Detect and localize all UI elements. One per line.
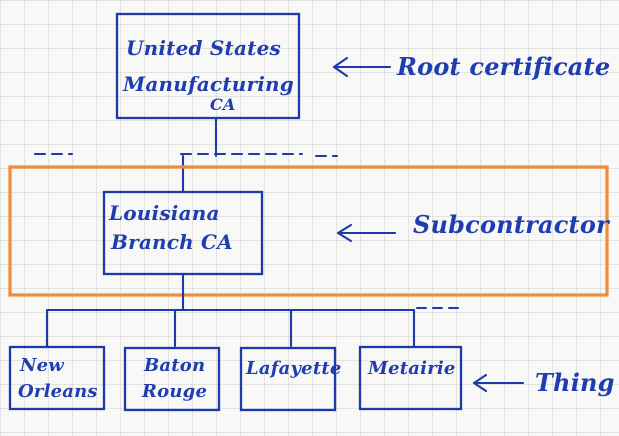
branch-to-things-connector [45,272,416,348]
branch-ca-line1: Louisiana [108,201,220,225]
thing-box-baton-rouge [123,346,221,412]
thing-box-metairie [358,345,463,411]
thing-new-orleans-line1: New [19,355,65,376]
dashed-level-separator [33,152,339,158]
thing-baton-rouge-line2: Rouge [141,381,207,402]
thing-metairie-line1: Metairie [367,358,456,379]
thing-label: Thing [535,368,615,397]
subcontractor-highlight [8,165,609,297]
subcontractor-arrow [336,223,397,243]
root-ca-line1: United States [126,36,281,60]
subcontractor-label: Subcontractor [413,210,611,239]
thing-box-new-orleans [8,345,106,411]
thing-baton-rouge-line1: Baton [143,355,205,376]
thing-box-lafayette [239,346,337,412]
thing-new-orleans-line2: Orleans [18,381,98,402]
root-certificate-arrow [332,56,392,78]
root-to-branch-connector [181,116,218,193]
root-ca-line3: CA [210,95,236,114]
root-certificate-label: Root certificate [396,52,610,81]
root-ca-box [115,12,301,120]
thing-lafayette-line1: Lafayette [245,358,342,379]
thing-arrow [472,373,525,393]
root-ca-line2: Manufacturing [122,72,294,96]
branch-ca-line2: Branch CA [110,230,233,254]
